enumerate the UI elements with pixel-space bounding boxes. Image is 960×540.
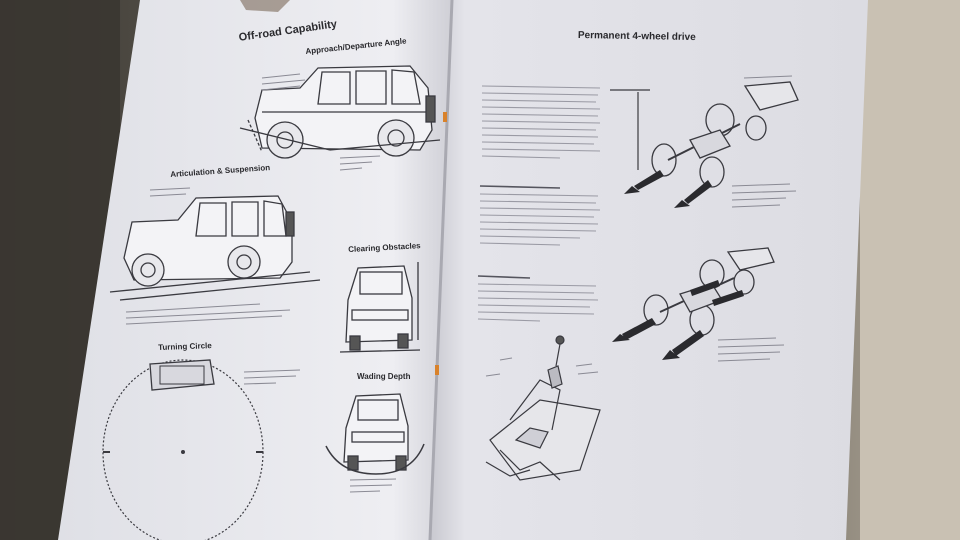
wading-vehicle-drawing <box>325 393 425 475</box>
articulation-vehicle-drawing <box>109 195 321 301</box>
finger-shadow <box>240 0 290 12</box>
articulation-note-lines <box>125 187 291 325</box>
turning-circle-drawing <box>102 359 264 540</box>
orange-page-edge <box>443 112 447 122</box>
turning-note-lines <box>243 369 301 385</box>
approach-note-lines <box>261 73 381 171</box>
turning-section-label: Turning Circle <box>158 341 212 352</box>
wading-section-label: Wading Depth <box>357 372 411 381</box>
right-page-text-block-1 <box>481 85 601 159</box>
book-spine <box>428 0 454 540</box>
right-page-text-block-2 <box>479 185 601 246</box>
gear-lever-note-lines <box>485 357 599 377</box>
right-page-text-block-3 <box>477 275 599 322</box>
approach-vehicle-drawing <box>239 65 441 159</box>
wading-note-lines <box>349 478 397 493</box>
drive-arrows-top <box>624 170 712 208</box>
top-diagram-note-lines <box>731 75 797 208</box>
obstacles-vehicle-drawing <box>339 262 421 353</box>
right-page <box>430 0 868 540</box>
middle-diagram-note-lines <box>717 337 785 362</box>
desk-right-wall <box>860 0 960 540</box>
orange-page-edge-2 <box>435 365 439 375</box>
drive-arrows-middle <box>612 280 744 360</box>
right-page-title: Permanent 4-wheel drive <box>577 30 696 44</box>
drivetrain-diagram-top <box>610 81 799 188</box>
gear-lever-diagram <box>485 335 601 481</box>
